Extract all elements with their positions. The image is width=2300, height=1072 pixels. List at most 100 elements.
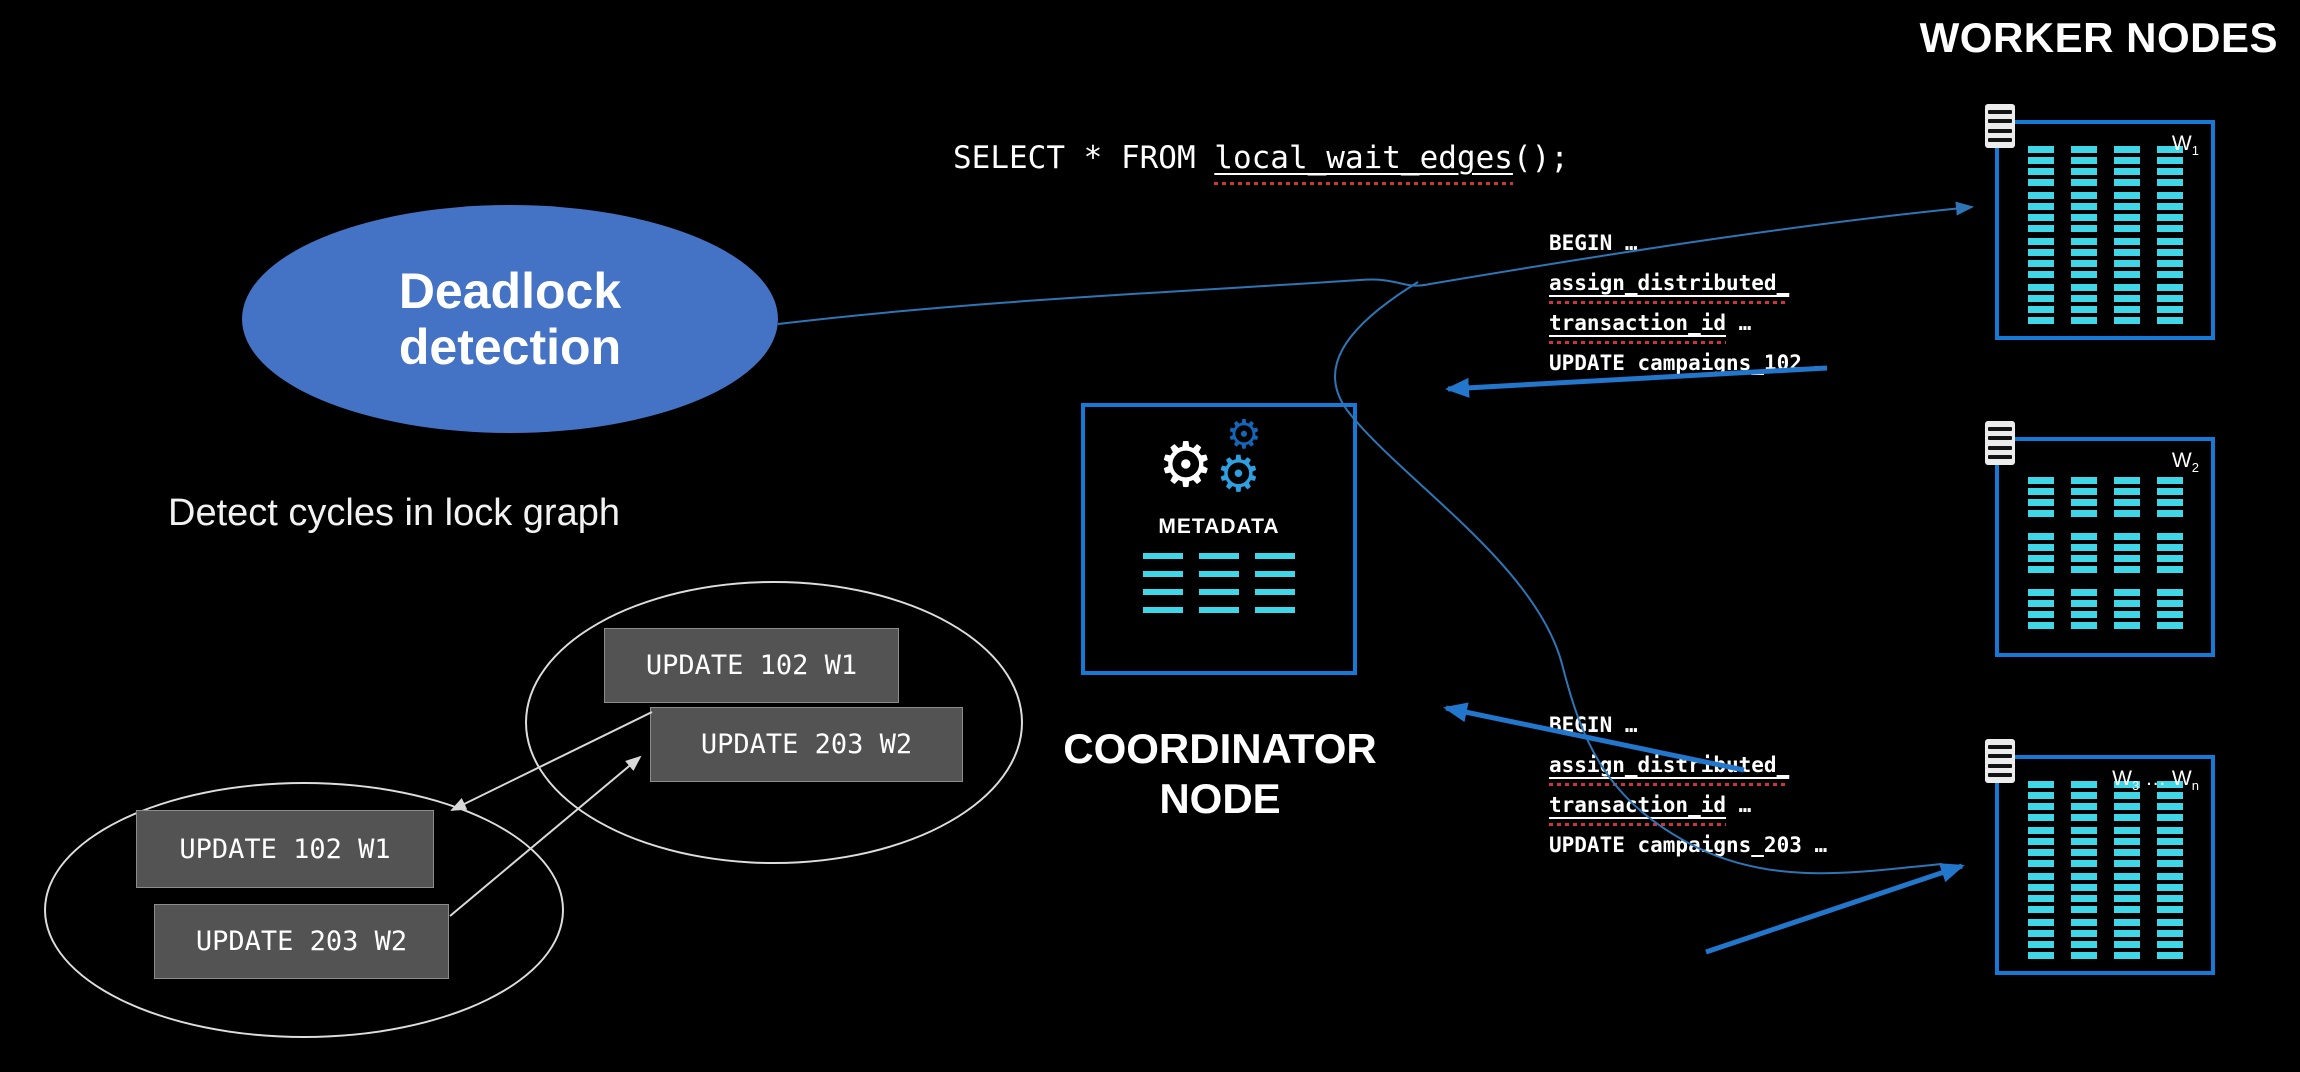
lock-box-update-203-w2-top: UPDATE 203 W2 [650,707,963,782]
shard-table-icon [2113,919,2140,959]
shard-table-icon [2113,827,2140,867]
server-icon [1985,104,2015,148]
shard-table-icon [2070,477,2097,517]
lock-box-label: UPDATE 203 W2 [700,729,913,760]
shard-table-icon [2156,477,2183,517]
shard-table-grid [1999,477,2211,629]
code-underlined-token: assign_distributed_ [1549,271,1790,295]
shard-table-icon [2027,919,2054,959]
code-text: (); [1512,140,1569,176]
worker-node-w1: W1 [1985,104,2215,340]
worker-label-w2: W2 [2171,449,2199,476]
lock-box-update-203-w2-bottom: UPDATE 203 W2 [154,904,449,979]
deadlock-detection-ellipse: Deadlock detection [242,205,778,433]
arrow-to-worker3 [1705,863,1965,955]
shard-table-icon [2156,589,2183,629]
worker-node-w2: W2 [1985,421,2215,657]
server-icon [1985,739,2015,783]
shard-table-icon [2027,827,2054,867]
code-line: BEGIN … [1549,705,1827,745]
code-line: BEGIN … [1549,223,1827,263]
shard-table-icon [2156,238,2183,278]
code-line: transaction_id … [1549,785,1827,825]
metadata-table-icon [1085,553,1353,613]
shard-table-icon [2070,873,2097,913]
shard-table-icon [2113,477,2140,517]
shard-table-icon [2070,919,2097,959]
shard-table-icon [2070,238,2097,278]
shard-table-icon [2113,589,2140,629]
code-block-transaction-203: BEGIN … assign_distributed_ transaction_id… [1549,705,1827,865]
shard-table-icon [2070,781,2097,821]
lock-graph-caption: Detect cycles in lock graph [168,492,620,534]
shard-table-icon [2113,192,2140,232]
code-text: … [1726,793,1752,817]
worker-label-w1: W1 [2171,132,2199,159]
shard-table-icon [2156,827,2183,867]
code-line: UPDATE campaigns_203 … [1549,825,1827,865]
lock-box-label: UPDATE 102 W1 [179,833,391,865]
worker-node-w3: W3 … Wn [1985,739,2215,975]
shard-table-grid [1999,146,2211,324]
shard-table-icon [2027,192,2054,232]
code-line: assign_distributed_ [1549,745,1827,785]
shard-table-icon [2113,146,2140,186]
code-text: … [1726,311,1752,335]
lock-box-update-102-w1-bottom: UPDATE 102 W1 [136,810,434,888]
shard-table-icon [2070,589,2097,629]
worker-label-w3: W3 … Wn [2112,767,2199,794]
code-text: UPDATE campaigns_203 … [1549,833,1828,857]
shard-table-icon [2027,781,2054,821]
shard-table-icon [2156,192,2183,232]
lock-box-update-102-w1-top: UPDATE 102 W1 [604,628,899,703]
shard-table-icon [2027,238,2054,278]
shard-table-icon [2027,146,2054,186]
shard-table-icon [2113,284,2140,324]
server-icon [1985,421,2015,465]
code-underlined-token: assign_distributed_ [1549,753,1790,777]
code-line: assign_distributed_ [1549,263,1827,303]
gear-icon: ⚙ [1226,413,1262,457]
shard-table-icon [2113,781,2140,821]
shard-table-icon [2156,781,2183,821]
code-text: BEGIN … [1549,231,1638,255]
gears-icon: ⚙ ⚙ ⚙ [1154,413,1284,511]
metadata-label: METADATA [1158,515,1280,538]
code-underlined-token: local_wait_edges [1214,140,1513,176]
shard-table-icon [2027,284,2054,324]
sql-banner: SELECT * FROM local_wait_edges(); [953,140,1569,176]
shard-table-icon [2156,873,2183,913]
code-text: SELECT * FROM [953,140,1215,176]
gear-icon: ⚙ [1158,431,1214,500]
shard-table-icon [2156,533,2183,573]
shard-table-icon [2070,146,2097,186]
code-text: BEGIN … [1549,713,1638,737]
worker-nodes-heading: WORKER NODES [1919,14,2278,61]
shard-table-icon [2113,873,2140,913]
code-underlined-token: transaction_id [1549,311,1727,335]
code-line: UPDATE campaigns_102 … [1549,343,1827,383]
coordinator-node-box: ⚙ ⚙ ⚙ METADATA [1081,403,1357,675]
shard-table-icon [2113,238,2140,278]
shard-table-icon [2156,919,2183,959]
shard-table-icon [2027,589,2054,629]
shard-table-icon [2070,192,2097,232]
code-text: UPDATE campaigns_102 … [1549,351,1828,375]
shard-table-icon [2113,533,2140,573]
shard-table-icon [2070,533,2097,573]
coordinator-node-label: COORDINATOR NODE [1063,725,1377,823]
lock-box-label: UPDATE 203 W2 [195,926,408,957]
lock-box-label: UPDATE 102 W1 [645,650,858,681]
shard-table-icon [2027,477,2054,517]
shard-table-icon [2070,284,2097,324]
shard-table-icon [2027,533,2054,573]
code-block-transaction-102: BEGIN … assign_distributed_ transaction_id… [1549,223,1827,383]
deadlock-detection-label: Deadlock detection [398,263,622,375]
code-line: transaction_id … [1549,303,1827,343]
code-underlined-token: transaction_id [1549,793,1727,817]
shard-table-icon [2027,873,2054,913]
shard-table-icon [2070,827,2097,867]
shard-table-icon [2156,146,2183,186]
gear-icon: ⚙ [1216,446,1261,502]
